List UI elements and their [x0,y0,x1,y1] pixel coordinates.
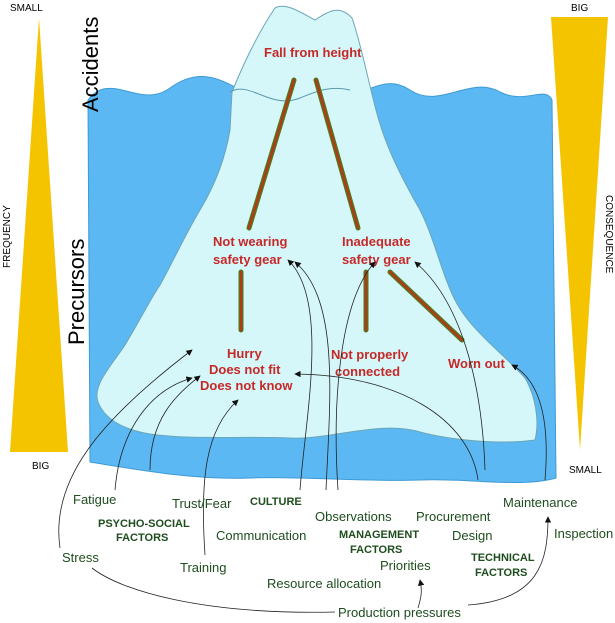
node-fall-from-height: Fall from height [264,45,362,60]
arrow-training-hurry [202,399,239,556]
arrow-production-stress [91,567,336,613]
causal-links [238,77,465,343]
group-psycho-social-line1: PSYCHO-SOCIAL [98,518,190,530]
factor-resource-allocation: Resource allocation [267,576,381,591]
node-not-connected-line2: connected [335,364,400,379]
precursors-label: Precursors [64,239,89,345]
group-management-line1: MANAGEMENT [339,529,419,541]
factor-stress: Stress [62,550,99,565]
link-fall-notwearing-core [247,78,296,230]
node-inadequate-line2: safety gear [342,252,411,267]
factor-priorities: Priorities [380,558,431,573]
factor-communication: Communication [216,528,306,543]
node-inadequate-line1: Inadequate [342,234,411,249]
factor-observations: Observations [315,509,392,524]
factor-fatigue: Fatigue [73,492,116,507]
group-technical-line2: FACTORS [475,567,527,579]
factor-production-pressures: Production pressures [338,605,461,620]
node-hurry-line1: Hurry [227,346,262,361]
consequence-axis-label: CONSEQUENCE [603,195,614,274]
node-not-wearing-line1: Not wearing [213,234,287,249]
node-worn-out: Worn out [448,356,505,371]
consequence-triangle [551,17,608,450]
node-not-connected-line1: Not properly [331,347,409,362]
consequence-bottom-label: SMALL [569,465,602,476]
group-management-line2: FACTORS [350,544,402,556]
factor-procurement: Procurement [416,509,491,524]
arrow-maintenance-wornout [511,364,547,481]
arrow-communication-notwearing [287,259,313,491]
arrow-production-priorities [417,579,425,609]
arrow-fatigue-hurry [114,376,193,491]
waterline [229,87,351,102]
factor-maintenance: Maintenance [503,495,577,510]
group-psycho-social-line2: FACTORS [116,532,168,544]
link-inadequate-wornout-core [388,270,464,342]
accidents-label: Accidents [78,17,103,112]
arrow-trust-hurry [149,375,201,471]
frequency-axis-label: FREQUENCY [2,205,13,268]
group-culture: CULTURE [250,496,302,508]
factor-inspection: Inspection [554,526,613,541]
frequency-triangle [10,18,68,452]
group-technical-line1: TECHNICAL [471,552,535,564]
node-not-wearing-line2: safety gear [213,252,282,267]
arrow-observations-inadequate [335,261,376,491]
arrow-stress-hurry [58,349,193,549]
factor-trust-fear: Trust/Fear [172,496,232,511]
factor-design: Design [452,528,492,543]
arrow-culture-notwearing [294,261,331,491]
influence-arrows [58,259,552,613]
arrow-design-hurry [294,370,479,481]
iceberg-shape [96,5,538,443]
node-hurry-line2: Does not fit [209,362,281,377]
consequence-top-label: BIG [571,3,588,14]
node-hurry-line3: Does not know [200,378,293,393]
arrow-production-maintenance [467,516,552,606]
frequency-top-label: SMALL [10,3,43,14]
link-fall-inadequate-core [314,78,360,230]
factor-training: Training [180,560,226,575]
frequency-bottom-label: BIG [32,461,49,472]
arrow-procurement-inadequate [414,261,486,471]
